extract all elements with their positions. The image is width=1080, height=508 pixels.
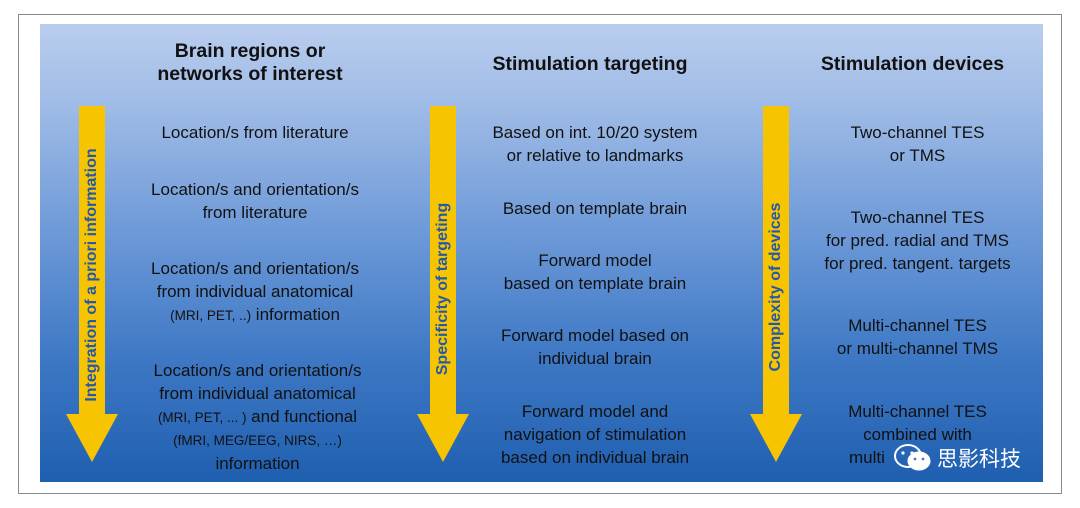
diagram-panel [40, 24, 1043, 482]
arrow-label-specificity: Specificity of targeting [434, 202, 451, 376]
item-multi-channel-combined: Multi-channel TES combined with multi [848, 402, 987, 467]
arrow-down-icon [66, 106, 118, 462]
column-title-stimulation-devices: Stimulation devices [820, 53, 1005, 75]
item-two-channel-radial-tangent: Two-channel TES for pred. radial and TMS… [824, 208, 1011, 273]
item-location-orientation-literature: Location/s and orientation/s from litera… [151, 180, 359, 222]
wechat-icon [894, 444, 931, 471]
column-title-brain-regions: Brain regions or networks of interest [157, 40, 343, 85]
item-multi-channel: Multi-channel TES or multi-channel TMS [836, 316, 999, 358]
arrow-label-complexity: Complexity of devices [767, 202, 784, 372]
watermark-text: 思影科技 [937, 448, 1021, 471]
arrow-label-a-priori: Integration of a priori information [83, 148, 100, 402]
arrow-down-icon [417, 106, 469, 462]
item-two-channel-tes-tms: Two-channel TES or TMS [850, 123, 985, 165]
watermark: 思影科技 [893, 440, 1021, 476]
item-template-brain: Based on template brain [502, 199, 688, 218]
item-forward-model-template: Forward model based on template brain [503, 251, 687, 293]
arrow-down-icon [750, 106, 802, 462]
column-title-stimulation-targeting: Stimulation targeting [492, 53, 688, 75]
item-forward-model-individual: Forward model based on individual brain [500, 326, 690, 368]
item-individual-anatomical: Location/s and orientation/s from indivi… [151, 259, 359, 324]
item-10-20-system: Based on int. 10/20 system or relative t… [492, 123, 698, 165]
item-location-literature: Location/s from literature [161, 123, 349, 142]
item-forward-model-navigation: Forward model and navigation of stimulat… [500, 402, 690, 467]
item-individual-anatomical-functional: Location/s and orientation/s from indivi… [153, 361, 362, 473]
